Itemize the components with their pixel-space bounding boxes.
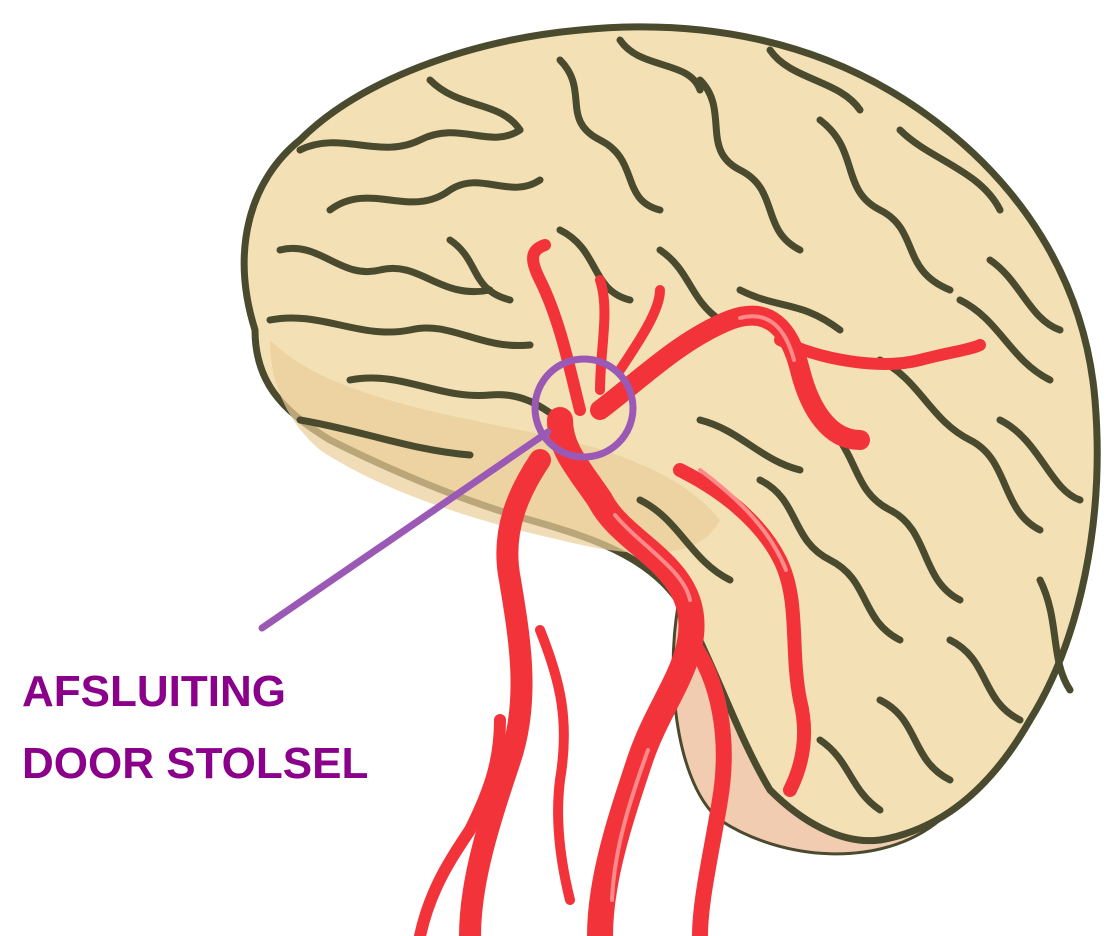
label-line-1: AFSLUITING [22,670,286,714]
artery-descending-left-2 [540,630,570,900]
artery-branch-up-2 [600,280,604,390]
label-line-2: DOOR STOLSEL [22,742,368,786]
